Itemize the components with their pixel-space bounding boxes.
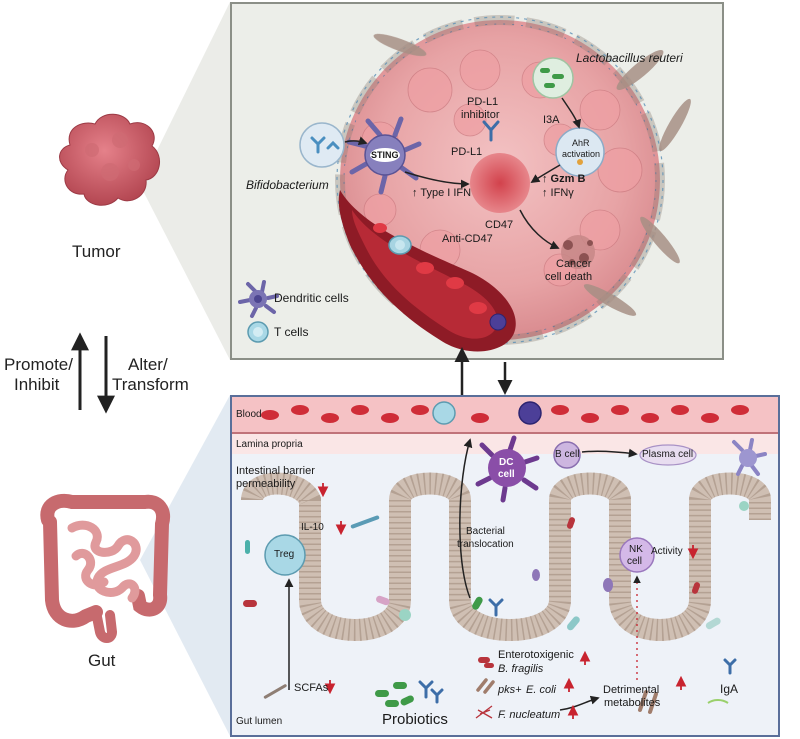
translocation-label-1: Bacterial [466, 526, 505, 537]
blood-dendritic [518, 401, 542, 425]
nk-cell [619, 537, 655, 573]
detrimental-label-1: Detrimental [603, 684, 660, 696]
lactobacillus-label: Lactobacillus reuteri [576, 51, 683, 65]
cd47-to-death-arrow [519, 209, 560, 250]
blood-cells [261, 405, 749, 423]
barrier-label-1: Intestinal barrier [236, 465, 315, 477]
type1-ifn-label: ↑ Type I IFN [412, 187, 472, 199]
anti-cd47-label: Anti-CD47 [442, 233, 493, 245]
gut-dc-cell [475, 435, 540, 503]
ahr-label-1: AhR [572, 138, 590, 148]
scfas-label: SCFAs [294, 682, 329, 694]
bifidobacterium-label: Bifidobacterium [246, 178, 329, 192]
activity-label: Activity [651, 546, 683, 557]
pathogens-to-metabolites-arrow [559, 695, 600, 711]
gut-blood-band [232, 397, 778, 433]
plasma-cell-label: Plasma cell [642, 449, 694, 460]
detrimental-label-2: metabolites [604, 697, 661, 709]
tumor-icon [59, 113, 161, 206]
fibroblasts [373, 33, 691, 316]
pdl1-inhibitor-label-1: PD-L1 [467, 96, 499, 108]
enterotoxigenic-label: Enterotoxigenic [498, 649, 574, 661]
cancer-label: Cancer [556, 258, 592, 270]
gut-icon [40, 494, 170, 643]
bifidobacterium-bubble [299, 122, 345, 168]
probiotic-antibodies [418, 598, 737, 704]
pathogen-icons [475, 657, 495, 719]
dying-cancer-cell [561, 235, 595, 269]
promote-label: Promote/ [4, 355, 73, 374]
iga-label: IgA [720, 682, 739, 696]
gzmb-label: ↑ Gzm B [542, 173, 586, 185]
tumor-label: Tumor [72, 242, 121, 261]
e-coli-label: E. coli [526, 684, 556, 696]
plasma-cell [639, 444, 697, 466]
intestinal-villi [241, 472, 771, 641]
alter-label: Alter/ [128, 355, 168, 374]
treg-label: Treg [274, 549, 295, 560]
lamina-propria-label: Lamina propria [236, 439, 303, 450]
cell-death-label: cell death [545, 271, 593, 283]
bcell-to-plasma-arrow [581, 448, 638, 458]
lacto-to-ahr-arrow [561, 97, 581, 129]
translocation-arrow [459, 438, 473, 599]
ahr-label-2: activation [562, 149, 601, 159]
blood-label: Blood [236, 409, 262, 420]
il10-label: IL-10 [301, 522, 324, 533]
ifng-label: ↑ IFNγ [542, 187, 574, 199]
pdl1-inhibitor-label-2: inhibitor [461, 109, 500, 121]
b-cell-label: B cell [555, 449, 580, 460]
tumor-blood-vessel [338, 190, 516, 352]
bifido-to-sting-arrow [344, 136, 368, 145]
f-nucleatum-label: F. nucleatum [498, 709, 561, 721]
change-indicators [317, 483, 699, 719]
legend-dendritic-icon [238, 280, 279, 318]
sting-to-tumor-arrow [404, 171, 470, 189]
translocation-label-2: translocation [457, 539, 514, 550]
gut-bacteria [243, 501, 749, 714]
gut-lumen-label: Gut lumen [236, 716, 283, 727]
i3a-label: I3A [543, 114, 560, 126]
legend-tcell-icon [247, 321, 269, 343]
cd47-label: CD47 [485, 219, 514, 231]
pdl1-label: PD-L1 [451, 146, 483, 158]
lactobacillus-bubble [532, 57, 574, 99]
inhibit-label: Inhibit [14, 375, 60, 394]
transform-label: Transform [112, 375, 189, 394]
dc-label-2: cell [498, 469, 515, 480]
treg-cell [264, 534, 306, 576]
gut-label: Gut [88, 651, 116, 670]
probiotics-label: Probiotics [382, 711, 448, 728]
tumor-projection-cone [140, 2, 230, 360]
b-fragilis-label: B. fragilis [498, 663, 544, 675]
blood-tcell [432, 401, 456, 425]
nk-label-2: cell [627, 556, 643, 567]
pdl1-inhibitor-antibody [482, 120, 500, 142]
nk-label-1: NK [629, 544, 643, 555]
barrier-label-2: permeability [236, 478, 296, 490]
legend-dendritic-label: Dendritic cells [274, 291, 349, 305]
dc-label-1: DC [499, 457, 514, 468]
tumor-core-cell [470, 153, 530, 213]
ahr-to-tumor-arrow [530, 164, 561, 183]
sting-label: STING [371, 150, 399, 160]
b-cell [553, 441, 581, 469]
gut-projection-cone [140, 395, 230, 736]
pks-label: pks+ [498, 684, 522, 696]
legend-tcell-label: T cells [274, 325, 309, 339]
gut-dendritic-right [732, 438, 767, 476]
lamina-propria [232, 434, 778, 454]
